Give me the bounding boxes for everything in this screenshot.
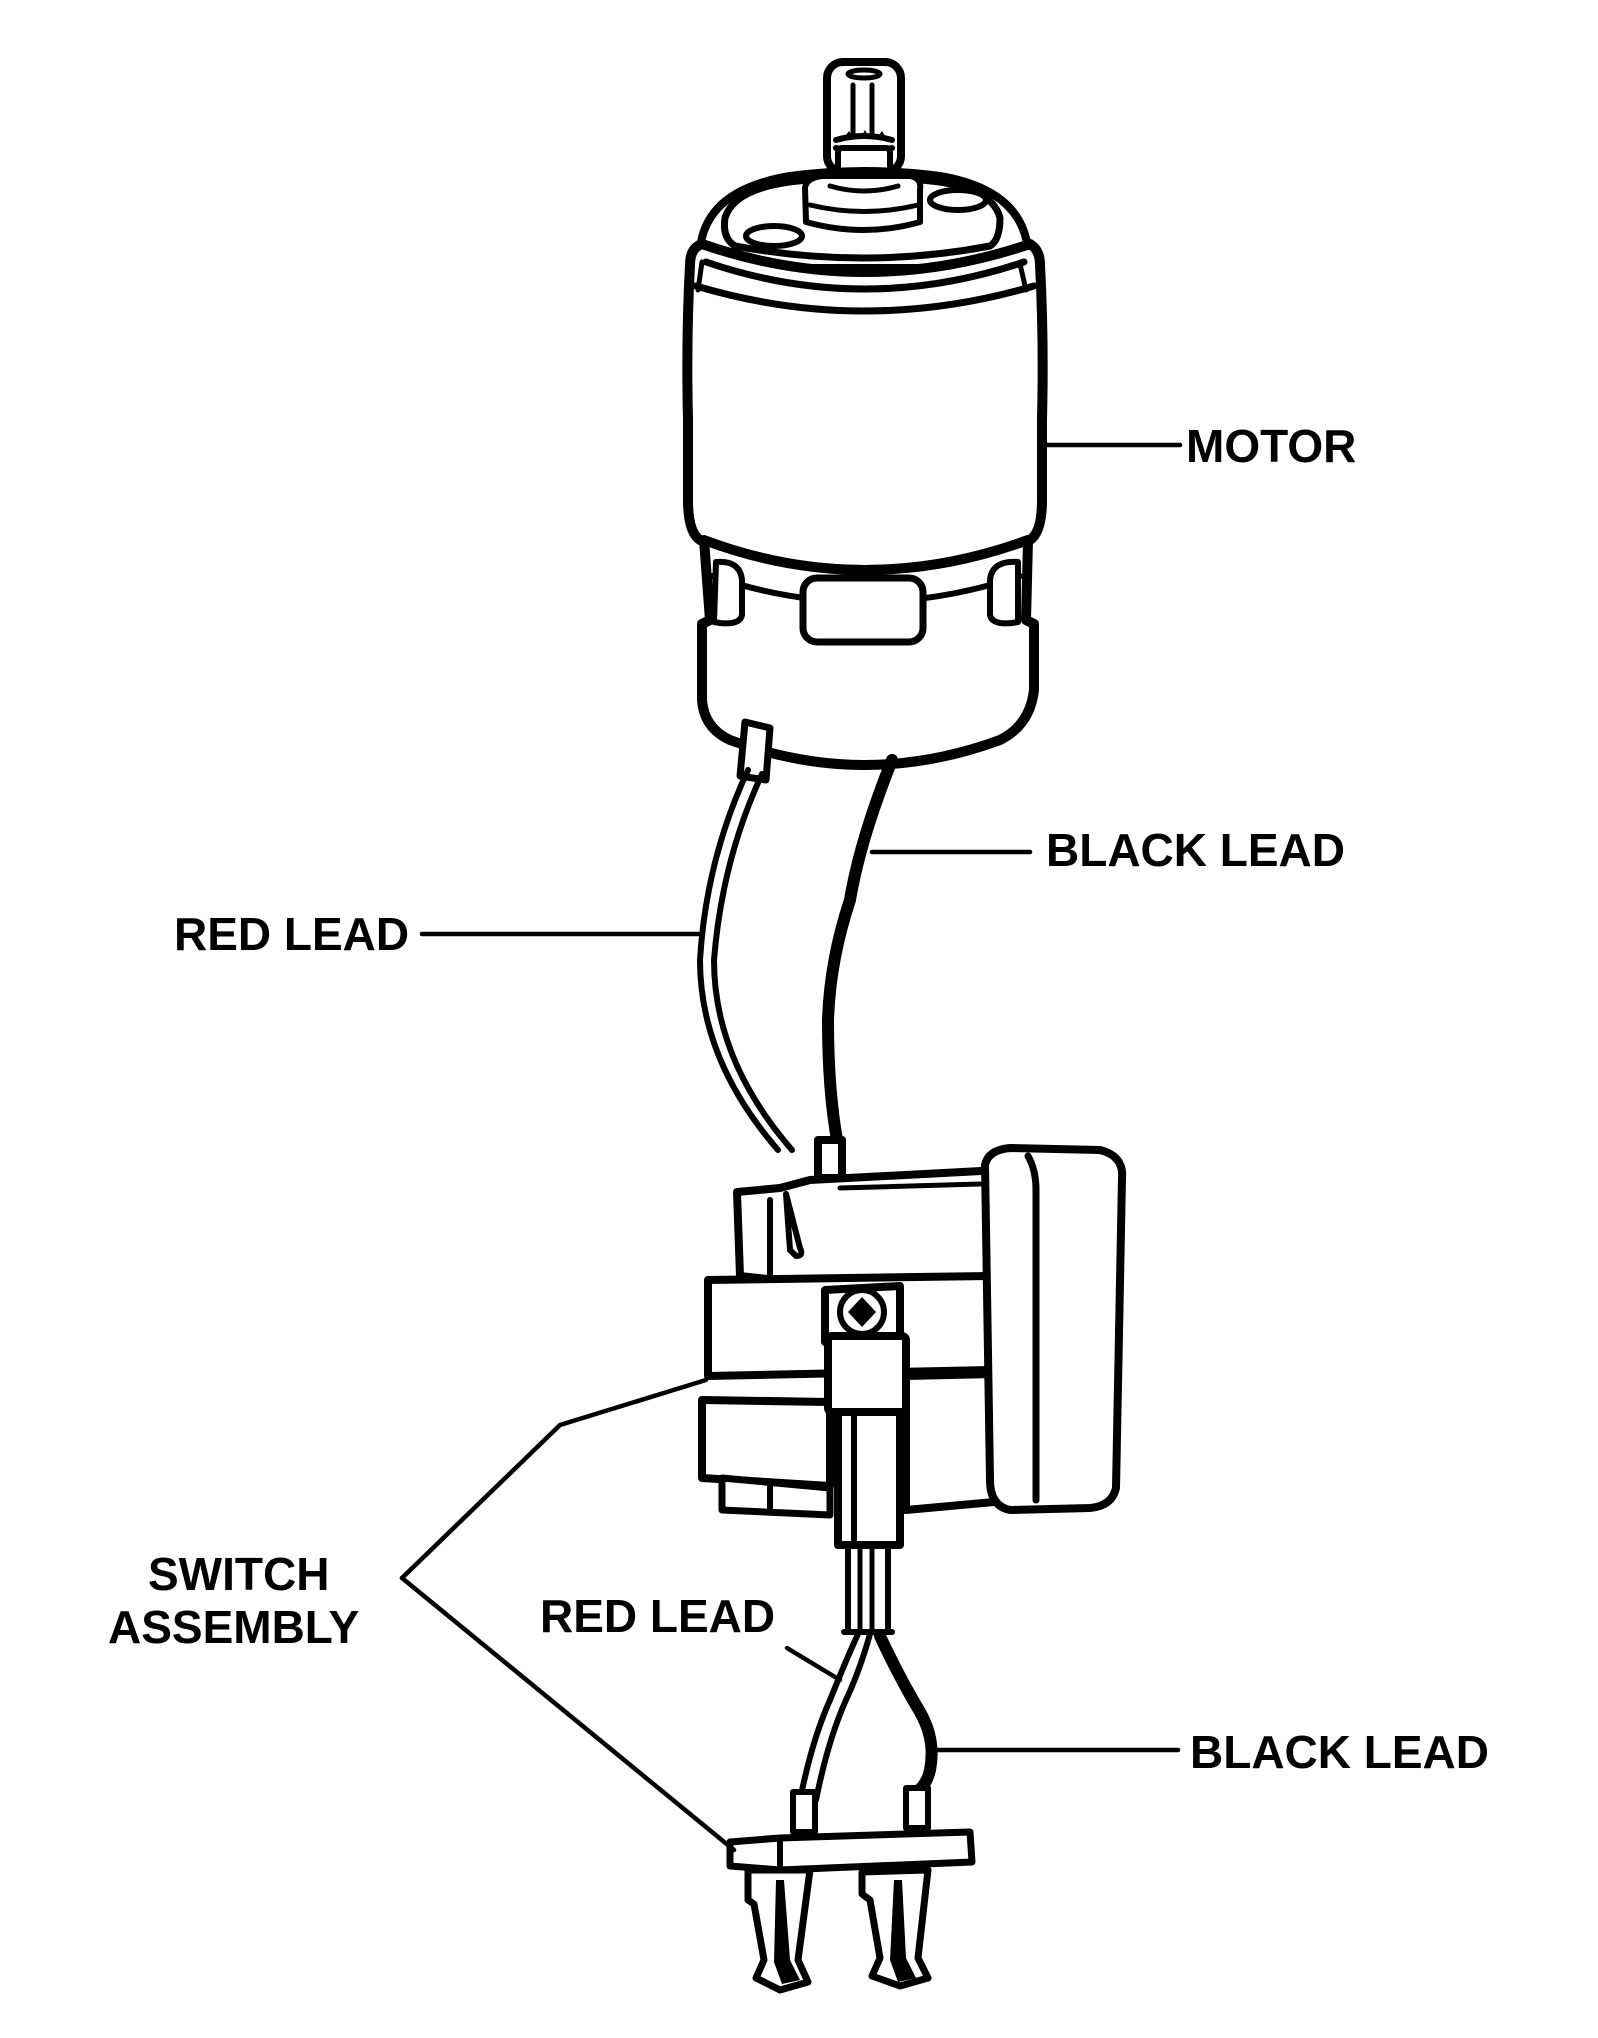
switch-assembly-label-line1: SWITCH <box>148 1548 329 1600</box>
switch-assembly-leader-upper <box>399 1377 709 1581</box>
red-lead-upper <box>697 767 795 1153</box>
red-lead-upper-label: RED LEAD <box>174 908 409 960</box>
switch-assembly <box>698 1136 1127 1549</box>
motor <box>682 58 1048 784</box>
motor-terminal <box>736 718 774 784</box>
terminal-block <box>726 1785 976 1994</box>
motor-body <box>682 239 1048 575</box>
switch-assembly-label-line2: ASSEMBLY <box>108 1601 359 1653</box>
motor-shaft <box>823 58 905 186</box>
red-lead-lower <box>797 1631 873 1803</box>
motor-end-cap <box>696 167 1032 272</box>
black-lead-upper-label: BLACK LEAD <box>1046 824 1345 876</box>
black-lead-lower-label: BLACK LEAD <box>1190 1726 1489 1778</box>
motor-label: MOTOR <box>1186 420 1356 472</box>
black-lead-upper <box>822 754 898 1161</box>
red-lead-lower-leader-line <box>784 1645 843 1683</box>
red-lead-lower-label: RED LEAD <box>540 1590 775 1642</box>
motor-brush-housing <box>697 535 1039 770</box>
black-lead-lower <box>874 1630 938 1801</box>
lead-bundle <box>841 1542 895 1635</box>
switch-assembly-leader-lower <box>399 1575 737 1853</box>
